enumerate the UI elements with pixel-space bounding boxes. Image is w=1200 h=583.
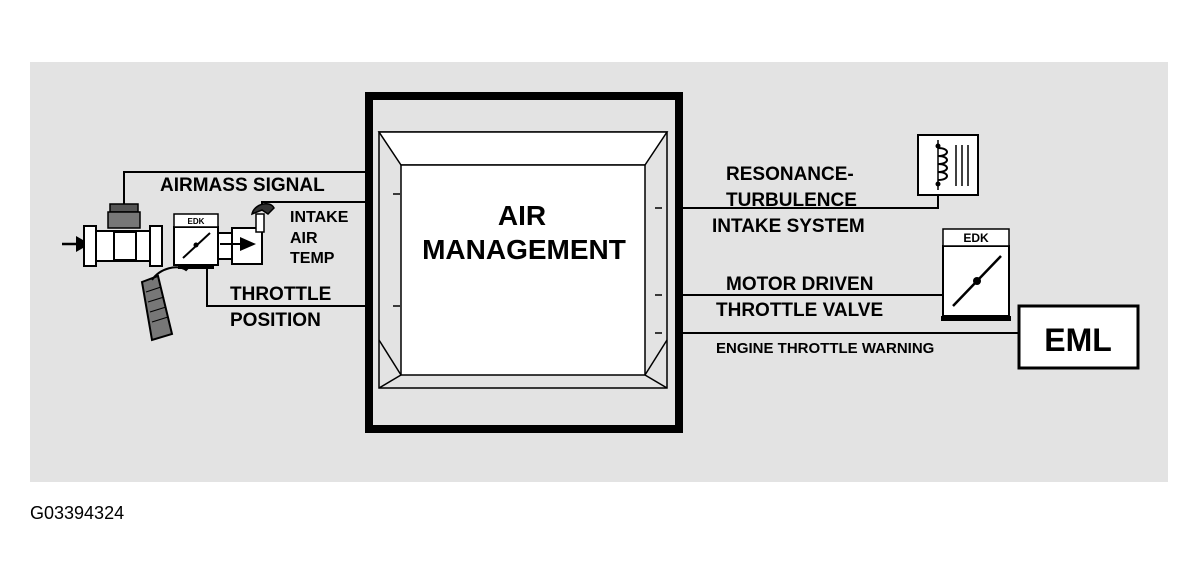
throttle-position-label-1: THROTTLE [230, 284, 331, 305]
intake-temp-sensor [250, 203, 275, 216]
airmass-signal-line [123, 171, 369, 205]
throttle-position-label-2: POSITION [230, 310, 321, 331]
resonance-label-1: RESONANCE- [726, 164, 854, 185]
intake-air-temp-label-2: AIR [290, 230, 318, 247]
motor-throttle-valve-icon: EDK [941, 228, 1011, 321]
eml-label: EML [1044, 322, 1112, 358]
airmass-sensor [113, 231, 137, 261]
box-port-ticks [393, 193, 662, 334]
intake-air-temp-label-3: TEMP [290, 250, 335, 267]
motor-driven-label-2: THROTTLE VALVE [716, 300, 883, 321]
figure-id: G03394324 [30, 503, 125, 523]
resonance-coil-icon [917, 134, 979, 196]
center-title-line2: MANAGEMENT [422, 234, 626, 265]
large-edk-label: EDK [963, 231, 989, 245]
internal-flow-arrow-icon [240, 237, 256, 251]
engine-throttle-warning-label: ENGINE THROTTLE WARNING [716, 340, 934, 357]
small-edk-label: EDK [188, 217, 205, 226]
air-management-box: AIR MANAGEMENT [365, 92, 683, 433]
intake-assembly: EDK [62, 203, 275, 342]
center-title-line1: AIR [498, 200, 546, 231]
resonance-label-2: TURBULENCE [726, 190, 857, 211]
motor-driven-label-1: MOTOR DRIVEN [726, 274, 873, 295]
throttle-position-line [206, 268, 369, 307]
resonance-label-3: INTAKE SYSTEM [712, 216, 865, 237]
eml-box: EML [1017, 304, 1140, 370]
airmass-signal-label: AIRMASS SIGNAL [160, 175, 325, 196]
intake-air-temp-label-1: INTAKE [290, 209, 349, 226]
